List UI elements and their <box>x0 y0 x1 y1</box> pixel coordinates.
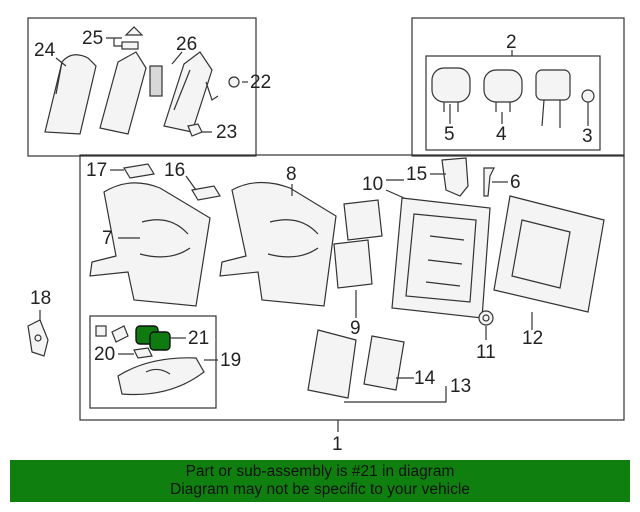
part-21-cup-holder-highlighted <box>135 325 171 351</box>
callout-12: 12 <box>522 328 543 349</box>
part-26-trim-molding <box>99 51 213 135</box>
callout-25: 25 <box>82 28 103 49</box>
callout-16: 16 <box>164 160 185 181</box>
part-14-insulator <box>363 335 405 391</box>
part-25-clip <box>121 26 144 50</box>
part-3-head-restraint-guide <box>535 69 595 128</box>
part-19-armrest <box>117 357 205 396</box>
part-7-seat-back-cover <box>89 182 211 307</box>
callout-2: 2 <box>506 32 517 53</box>
part-24-side-panel <box>44 54 97 135</box>
part-15-latch <box>441 157 469 197</box>
callout-5: 5 <box>444 124 455 145</box>
part-9-seat-back-pad <box>333 199 383 289</box>
part-20-clip <box>133 347 153 359</box>
part-13-carpet-panel <box>307 329 357 399</box>
part-8-seat-back-cover <box>219 181 337 307</box>
callout-3: 3 <box>582 126 593 147</box>
part-17-bezel <box>123 163 155 179</box>
armrest-small-clips <box>95 325 129 343</box>
seat-back-assembly-box <box>79 154 625 421</box>
part-11-grommet <box>478 310 494 326</box>
part-12-back-panel <box>493 195 605 313</box>
callout-labels: 1 2 3 4 5 6 7 8 9 10 11 12 13 14 15 16 1… <box>30 28 593 455</box>
callout-19: 19 <box>220 350 241 371</box>
callout-14: 14 <box>414 368 436 389</box>
callout-24: 24 <box>34 40 56 61</box>
part-5-head-restraint <box>431 67 471 112</box>
callout-7: 7 <box>102 228 113 249</box>
part-10-seat-back-frame <box>391 197 491 319</box>
part-23-clip <box>187 123 203 137</box>
callout-15: 15 <box>406 164 427 185</box>
callout-26: 26 <box>176 34 197 55</box>
leader-lines <box>39 37 589 432</box>
callout-22: 22 <box>250 72 271 93</box>
callout-10: 10 <box>362 174 383 195</box>
callout-11: 11 <box>476 342 496 363</box>
callout-18: 18 <box>30 288 51 309</box>
head-restraint-subgroup-box <box>425 55 601 151</box>
banner-line-1: Part or sub-assembly is #21 in diagram <box>185 463 455 480</box>
callout-1: 1 <box>332 434 343 455</box>
callout-23: 23 <box>216 122 237 143</box>
callout-13: 13 <box>450 376 471 397</box>
callout-21: 21 <box>188 328 209 349</box>
part-16-bezel <box>191 185 221 201</box>
callout-20: 20 <box>94 344 115 365</box>
parts-diagram: 1 2 3 4 5 6 7 8 9 10 11 12 13 14 15 16 1… <box>27 17 625 455</box>
callout-6: 6 <box>510 172 521 193</box>
callout-8: 8 <box>286 164 297 185</box>
banner-line-2: Diagram may not be specific to your vehi… <box>170 481 470 498</box>
armrest-group-box <box>89 315 217 409</box>
part-4-head-restraint <box>483 69 523 112</box>
head-restraint-group-box <box>411 17 625 157</box>
callout-4: 4 <box>496 124 507 145</box>
part-18-bracket <box>27 319 49 357</box>
part-6-bolt <box>483 167 495 197</box>
info-banner: Part or sub-assembly is #21 in diagram D… <box>10 460 630 502</box>
trim-panel-group-box <box>27 17 257 157</box>
callout-9: 9 <box>350 318 361 339</box>
callout-17: 17 <box>86 160 107 181</box>
part-22-nut <box>205 76 240 101</box>
